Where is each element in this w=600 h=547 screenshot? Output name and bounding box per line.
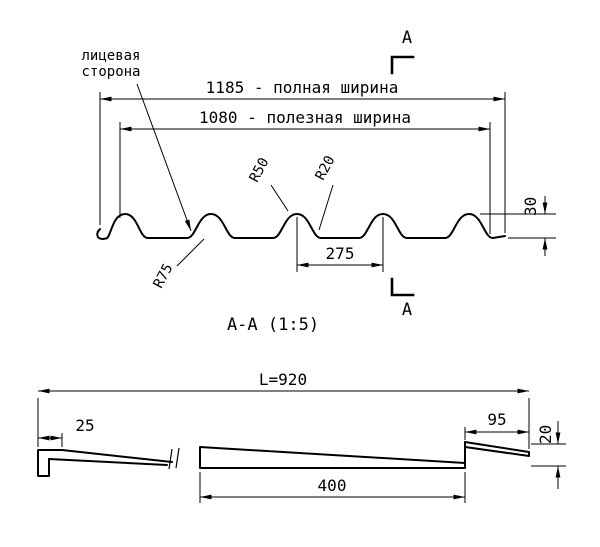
dim-useful-width: 1080 - полезная ширина [199, 108, 411, 127]
radius-valley-label: R75 [150, 261, 176, 291]
leader-face-side [136, 83, 192, 232]
dim-left-end: 25 [75, 416, 94, 435]
leader-r75 [176, 238, 205, 267]
step-wedge-outline [199, 441, 466, 469]
face-side-label-line1: лицевая [81, 48, 140, 64]
section-view-title: А-А (1:5) [227, 315, 319, 335]
dim-full-width: 1185 - полная ширина [206, 78, 399, 97]
dim-step-height: 20 [536, 425, 555, 444]
dim-wave-height: 30 [521, 197, 540, 216]
section-cut-mark-bottom [390, 277, 415, 297]
extension-lines-top [99, 92, 556, 272]
section-letter-top: А [402, 28, 412, 48]
sheet-bottom-line [48, 458, 168, 466]
right-end-segment [464, 441, 530, 457]
top-profile-view: 1185 - полная ширина 1080 - полезная шир… [81, 28, 556, 335]
section-view-a-a: L=920 25 95 400 20 [37, 370, 566, 503]
dim-module: 400 [318, 476, 347, 495]
leader-r50 [270, 184, 289, 212]
face-side-label-line2: сторона [81, 64, 140, 80]
break-marks [168, 447, 180, 470]
sheet-top-line [61, 449, 173, 463]
profile-outline [96, 213, 506, 240]
dim-wave-pitch: 275 [326, 244, 355, 263]
radius-shoulder-label: R20 [312, 153, 338, 183]
dim-length: L=920 [259, 370, 307, 389]
dim-right-end: 95 [487, 410, 506, 429]
radius-crest-label: R50 [246, 155, 272, 185]
section-cut-mark-top [390, 55, 415, 75]
end-hook-outline [37, 449, 63, 477]
section-letter-bottom: А [402, 300, 412, 320]
leader-r20 [318, 184, 334, 231]
